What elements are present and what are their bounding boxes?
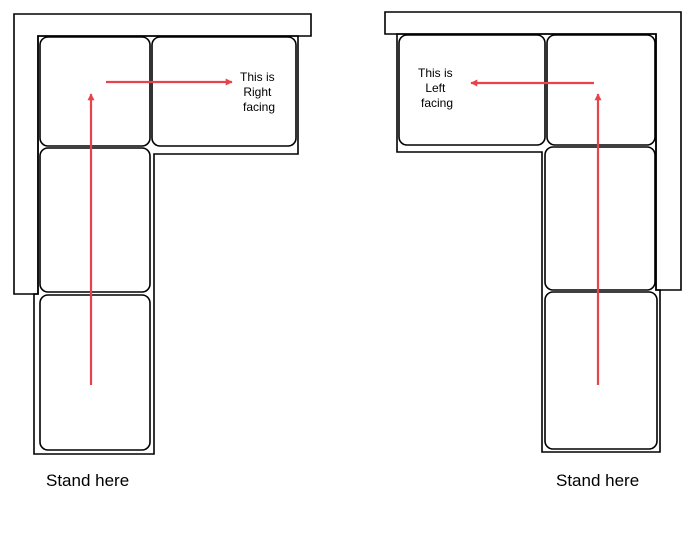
right-sofa [384,11,682,453]
cushion [39,36,151,147]
left-note-line-3: facing [243,100,275,114]
cushion [39,294,151,451]
left-note: This is Right facing [240,70,278,114]
left-note-line-2: Right [243,85,272,99]
left-sofa [13,13,312,455]
left-caption: Stand here [46,471,129,490]
cushion [546,34,656,146]
right-arrows [470,79,602,385]
right-note: This is Left facing [418,66,456,110]
right-note-line-3: facing [421,96,453,110]
right-caption: Stand here [556,471,639,490]
left-note-line-1: This is [240,70,275,84]
cushion [39,147,151,293]
right-sofa-base [396,33,661,453]
left-sofa-base [33,35,299,455]
left-arrows [87,78,233,385]
right-sofa-backrest [384,11,682,291]
right-note-line-2: Left [425,81,446,95]
cushion [151,36,297,147]
cushion [544,146,656,291]
right-note-line-1: This is [418,66,453,80]
cushion [544,291,658,450]
cushion [398,34,546,146]
